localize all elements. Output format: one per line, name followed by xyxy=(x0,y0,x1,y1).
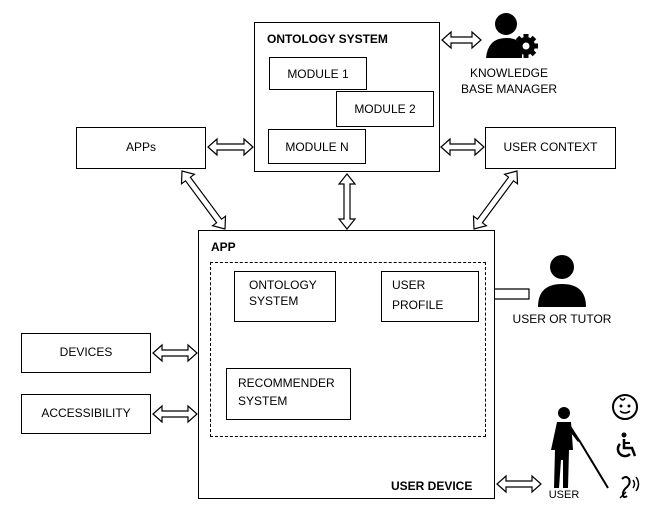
ontology-system-title: ONTOLOGY SYSTEM xyxy=(267,32,388,46)
arrow-accessibility-app xyxy=(152,404,198,424)
devices-label: DEVICES xyxy=(59,345,113,359)
arrow-ontology-usercontext xyxy=(440,137,485,157)
module-n-label: MODULE N xyxy=(285,140,349,154)
app-internal-boundary xyxy=(210,262,486,437)
module-1-label: MODULE 1 xyxy=(287,67,349,81)
accessibility-label: ACCESSIBILITY xyxy=(41,406,131,420)
kb-manager-line1: KNOWLEDGE xyxy=(469,66,548,80)
user-label: USER xyxy=(548,489,580,501)
baby-face-icon xyxy=(612,394,638,420)
user-profile-line2: PROFILE xyxy=(392,298,444,312)
arrow-app-user xyxy=(496,474,542,494)
arrow-devices-app xyxy=(152,343,198,363)
user-context-box: USER CONTEXT xyxy=(485,127,616,169)
apps-label: APPs xyxy=(125,140,156,154)
user-gear-icon xyxy=(486,13,538,58)
arrow-apps-app xyxy=(180,170,227,230)
accessibility-box: ACCESSIBILITY xyxy=(21,394,151,434)
app-ontology-line2: SYSTEM xyxy=(249,294,299,308)
user-device-label: USER DEVICE xyxy=(391,479,473,493)
hearing-assist-icon xyxy=(619,476,640,499)
arrow-ontology-kbmanager xyxy=(441,30,482,50)
kb-manager-line2: BASE MANAGER xyxy=(460,82,558,96)
module-2-box: MODULE 2 xyxy=(336,91,434,127)
user-profile-box: USER PROFILE xyxy=(381,271,479,322)
arrow-ontology-app xyxy=(337,173,357,230)
devices-box: DEVICES xyxy=(21,333,151,373)
user-profile-line1: USER xyxy=(392,278,426,292)
arrow-apps-ontology xyxy=(207,137,254,157)
user-or-tutor-label: USER OR TUTOR xyxy=(512,312,612,326)
app-ontology-box: ONTOLOGY SYSTEM xyxy=(234,271,336,322)
module-2-label: MODULE 2 xyxy=(354,102,416,116)
app-ontology-line1: ONTOLOGY xyxy=(249,278,317,292)
wheelchair-icon xyxy=(616,432,637,458)
apps-box: APPs xyxy=(76,127,206,169)
app-title: APP xyxy=(211,240,236,254)
recommender-box: RECOMMENDER SYSTEM xyxy=(226,368,351,420)
blind-person-icon xyxy=(551,407,609,489)
module-1-box: MODULE 1 xyxy=(269,57,367,90)
person-icon xyxy=(538,255,586,307)
module-n-box: MODULE N xyxy=(268,129,366,164)
recommender-line2: SYSTEM xyxy=(238,394,288,408)
recommender-line1: RECOMMENDER xyxy=(238,376,335,390)
arrow-usercontext-app xyxy=(472,170,519,230)
user-context-label: USER CONTEXT xyxy=(503,140,598,154)
